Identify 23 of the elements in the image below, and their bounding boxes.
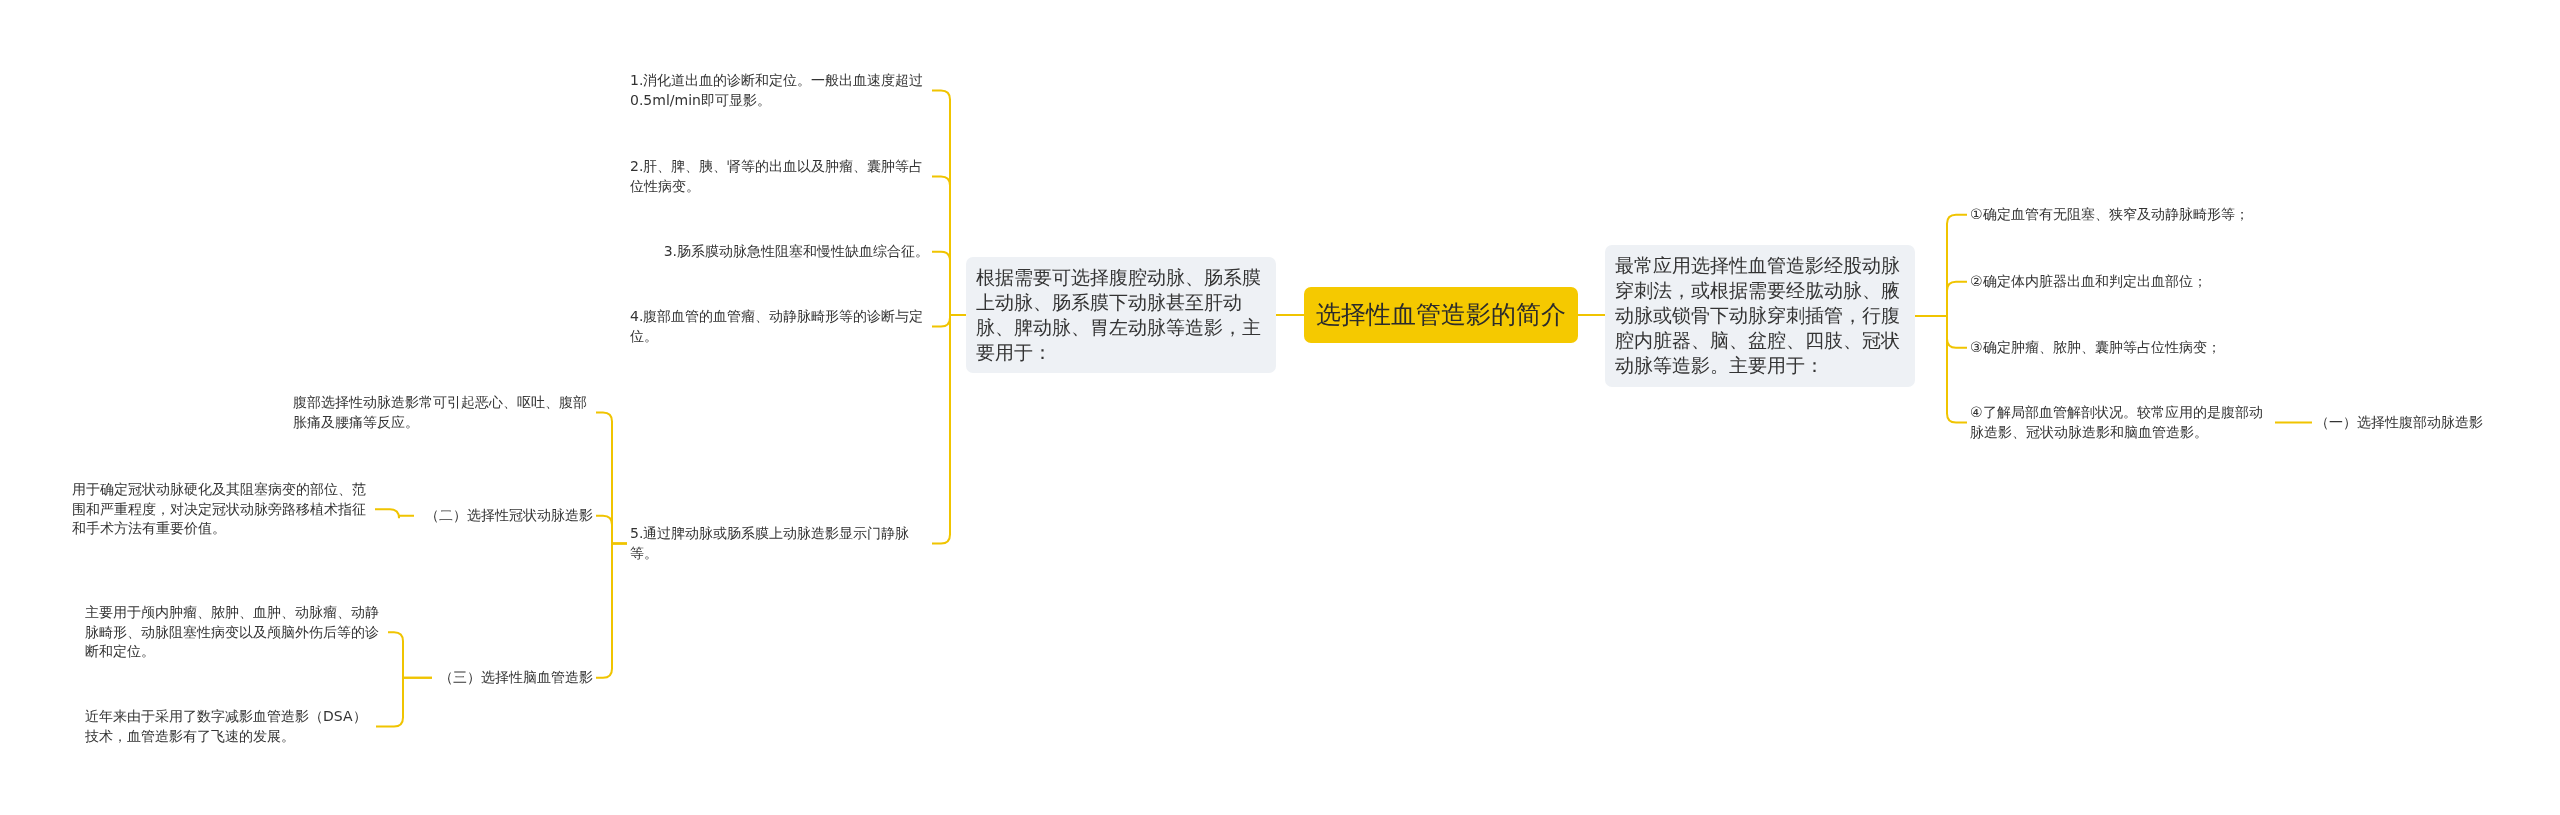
connector-line	[1275, 314, 1305, 316]
branch-text: （一）选择性腹部动脉造影	[2312, 413, 2502, 433]
branch-text: ③确定肿瘤、脓肿、囊肿等占位性病变；	[1967, 338, 2297, 358]
branch-text: 近年来由于采用了数字减影血管造影（DSA）技术，血管造影有了飞速的发展。	[82, 707, 376, 746]
connector-line	[374, 508, 415, 520]
branch-text: 2.肝、脾、胰、肾等的出血以及肿瘤、囊肿等占位性病变。	[627, 157, 932, 196]
branch-text: （三）选择性脑血管造影	[432, 668, 596, 688]
branch-text: 1.消化道出血的诊断和定位。一般出血速度超过0.5ml/min即可显影。	[627, 71, 932, 110]
branch-text: 3.肠系膜动脉急性阻塞和慢性缺血综合征。	[642, 242, 932, 262]
branch-text: 4.腹部血管的血管瘤、动静脉畸形等的诊断与定位。	[627, 307, 932, 346]
branch-text: 腹部选择性动脉造影常可引起恶心、呕吐、腹部胀痛及腰痛等反应。	[290, 393, 596, 432]
branch-text: 5.通过脾动脉或肠系膜上动脉造影显示门静脉等。	[627, 524, 932, 563]
branch-text: ②确定体内脏器出血和判定出血部位；	[1967, 272, 2297, 292]
branch-text: ④了解局部血管解剖状况。较常应用的是腹部动脉造影、冠状动脉造影和脑血管造影。	[1967, 403, 2275, 442]
branch-text: ①确定血管有无阻塞、狭窄及动静脉畸形等；	[1967, 205, 2297, 225]
branch-text: 用于确定冠状动脉硬化及其阻塞病变的部位、范围和严重程度，对决定冠状动脉旁路移植术指征和手术方法有重要价值。	[69, 480, 375, 539]
connector-line	[2274, 421, 2313, 424]
central-topic: 选择性血管造影的简介	[1304, 287, 1578, 343]
connector-line	[1577, 314, 1606, 316]
subtopic-box: 最常应用选择性血管造影经股动脉穿刺法，或根据需要经肱动脉、腋动脉或锁骨下动脉穿刺插管，行腹腔内脏器、脑、盆腔、四肢、冠状动脉等造影。主要用于：	[1605, 245, 1915, 387]
branch-text: （二）选择性冠状动脉造影	[414, 506, 596, 526]
subtopic-box: 根据需要可选择腹腔动脉、肠系膜上动脉、肠系膜下动脉甚至肝动脉、脾动脉、胃左动脉等造影，主要用于：	[966, 257, 1276, 373]
branch-text: 主要用于颅内肿瘤、脓肿、血肿、动脉瘤、动静脉畸形、动脉阻塞性病变以及颅脑外伤后等的诊断和定位。	[82, 603, 388, 662]
